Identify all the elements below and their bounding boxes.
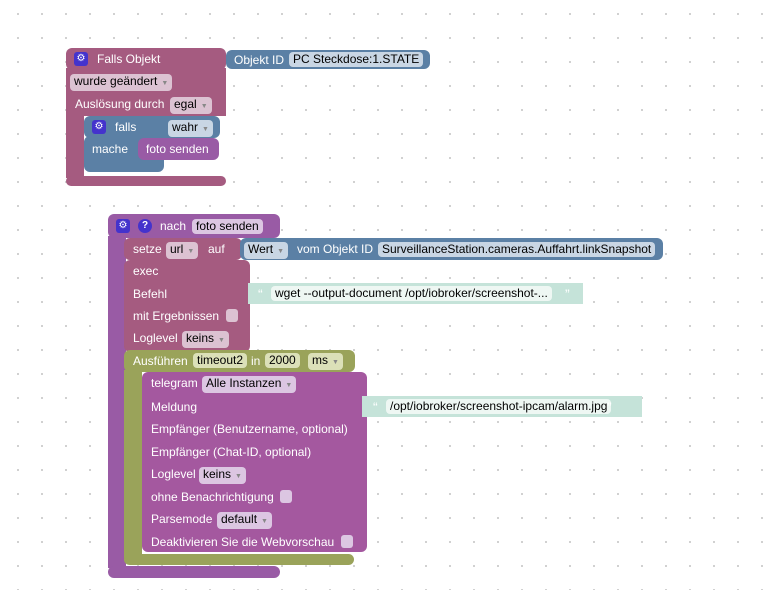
telegram-label: telegram bbox=[151, 376, 198, 390]
chevron-down-icon: ▼ bbox=[187, 248, 195, 255]
timeout-bottom bbox=[124, 554, 354, 565]
procedure-bottom bbox=[108, 566, 280, 578]
procedure-name-field[interactable]: foto senden bbox=[192, 219, 263, 234]
command-field[interactable]: wget --output-document /opt/iobroker/scr… bbox=[271, 286, 552, 301]
telegram-loglevel-label: Loglevel bbox=[151, 467, 196, 481]
falls-objekt-title: Falls Objekt bbox=[97, 52, 161, 66]
chevron-down-icon: ▼ bbox=[332, 359, 339, 366]
timeout-in-label: in bbox=[251, 354, 261, 368]
condition-dropdown[interactable]: wurde geändert▼ bbox=[70, 74, 173, 91]
exec-loglevel-label: Loglevel bbox=[133, 331, 178, 345]
disable-preview-label: Deaktivieren Sie die Webvorschau bbox=[151, 535, 335, 549]
call-procedure-label: foto senden bbox=[146, 142, 209, 156]
chevron-down-icon: ▼ bbox=[261, 518, 268, 525]
source-object-id-field[interactable]: SurveillanceStation.cameras.Auffahrt.lin… bbox=[378, 242, 656, 257]
telegram-loglevel: keins bbox=[203, 467, 232, 481]
if-label: falls bbox=[115, 120, 137, 134]
chevron-down-icon: ▼ bbox=[202, 126, 209, 133]
exec-title: exec bbox=[133, 264, 159, 278]
gear-icon[interactable]: ⚙ bbox=[92, 120, 106, 134]
call-procedure-block[interactable] bbox=[138, 138, 219, 160]
trigger-by-label: Auslösung durch bbox=[75, 97, 165, 111]
timeout-unit: ms bbox=[312, 353, 328, 367]
value-mode: Wert bbox=[248, 242, 274, 256]
timeout-unit-dropdown[interactable]: ms ▼ bbox=[308, 353, 343, 370]
value-mode-dropdown[interactable]: Wert▼ bbox=[244, 242, 289, 259]
timeout-name-field[interactable]: timeout2 bbox=[193, 353, 248, 368]
falls-objekt-spine-left bbox=[66, 114, 84, 178]
telegram-instance-dropdown[interactable]: Alle Instanzen▼ bbox=[202, 376, 297, 393]
with-results-label: mit Ergebnissen bbox=[133, 309, 220, 323]
variable-value: url bbox=[170, 242, 184, 256]
trigger-by-dropdown[interactable]: egal▼ bbox=[170, 97, 212, 114]
quote-close-icon: ” bbox=[607, 399, 612, 415]
parsemode-label: Parsemode bbox=[151, 512, 213, 526]
recipient-chat-label: Empfänger (Chat-ID, optional) bbox=[151, 445, 312, 459]
chevron-down-icon: ▼ bbox=[200, 103, 208, 110]
silent-label: ohne Benachrichtigung bbox=[151, 490, 274, 504]
chevron-down-icon: ▼ bbox=[218, 337, 225, 344]
message-label: Meldung bbox=[151, 400, 198, 414]
message-field[interactable]: /opt/iobroker/screenshot-ipcam/alarm.jpg bbox=[386, 399, 612, 414]
falls-objekt-block[interactable] bbox=[66, 48, 226, 70]
chevron-down-icon: ▼ bbox=[285, 382, 293, 389]
silent-checkbox[interactable] bbox=[280, 490, 292, 503]
timeout-label: Ausführen bbox=[133, 354, 188, 368]
parsemode-dropdown[interactable]: default▼ bbox=[217, 512, 272, 529]
variable-dropdown[interactable]: url▼ bbox=[166, 242, 199, 259]
gear-icon[interactable]: ⚙ bbox=[116, 219, 130, 233]
quote-open-icon: “ bbox=[373, 399, 378, 415]
with-results-checkbox[interactable] bbox=[226, 309, 238, 322]
command-label: Befehl bbox=[133, 287, 168, 301]
timeout-spine bbox=[124, 370, 142, 558]
quote-open-icon: “ bbox=[258, 286, 263, 302]
do-label: mache bbox=[92, 142, 129, 156]
help-icon[interactable]: ? bbox=[138, 219, 152, 233]
gear-icon[interactable]: ⚙ bbox=[74, 52, 88, 66]
object-id-label: Objekt ID bbox=[234, 53, 285, 67]
to-label: auf bbox=[208, 242, 225, 256]
trigger-by-value: egal bbox=[174, 97, 197, 111]
object-id-field[interactable]: PC Steckdose:1.STATE bbox=[289, 52, 424, 67]
quote-close-icon: ” bbox=[565, 286, 570, 302]
telegram-loglevel-dropdown[interactable]: keins▼ bbox=[199, 467, 246, 484]
disable-preview-checkbox[interactable] bbox=[341, 535, 353, 548]
exec-loglevel-value: keins bbox=[186, 331, 215, 345]
telegram-instance: Alle Instanzen bbox=[206, 376, 282, 390]
recipient-user-label: Empfänger (Benutzername, optional) bbox=[151, 422, 348, 436]
if-value-dropdown[interactable]: wahr▼ bbox=[168, 120, 213, 137]
set-label: setze bbox=[133, 242, 162, 256]
falls-objekt-bottom bbox=[66, 176, 226, 186]
procedure-label: nach bbox=[160, 219, 187, 233]
chevron-down-icon: ▼ bbox=[277, 248, 285, 255]
condition-value: wurde geändert bbox=[74, 74, 158, 88]
exec-loglevel-dropdown[interactable]: keins▼ bbox=[182, 331, 229, 348]
procedure-spine bbox=[108, 236, 126, 568]
parsemode-value: default bbox=[221, 512, 258, 526]
chevron-down-icon: ▼ bbox=[235, 473, 242, 480]
from-label: vom Objekt ID bbox=[297, 242, 374, 256]
if-value: wahr bbox=[172, 120, 199, 134]
chevron-down-icon: ▼ bbox=[161, 80, 169, 87]
timeout-delay-field[interactable]: 2000 bbox=[265, 353, 300, 368]
